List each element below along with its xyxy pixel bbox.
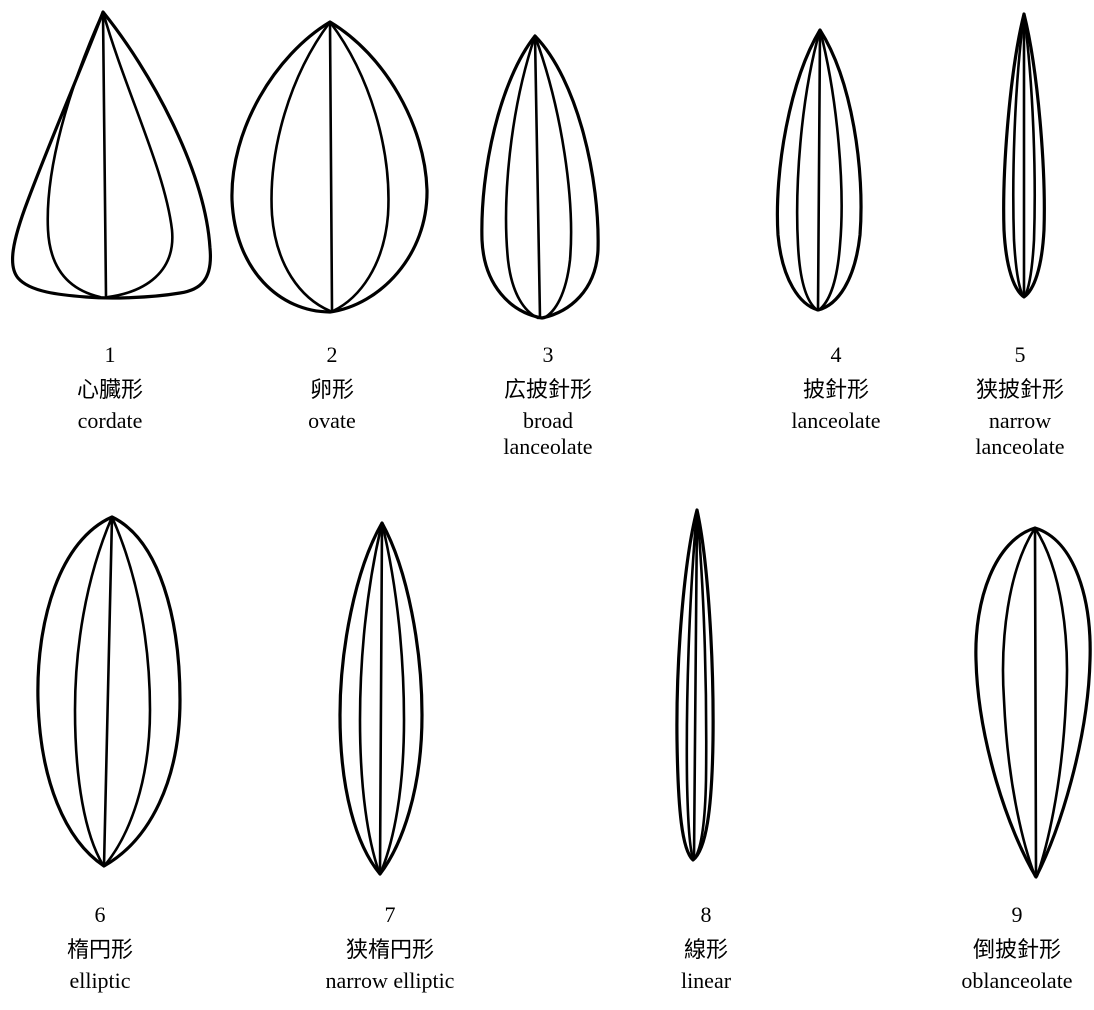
shape-name-ja: 楕円形 <box>30 932 170 968</box>
shape-number: 1 <box>40 338 180 372</box>
shape-name-en: narrow lanceolate <box>975 408 1065 460</box>
shape-name-en: narrow elliptic <box>290 968 490 994</box>
shape-number: 3 <box>478 338 618 372</box>
caption-elliptic: 6 楕円形 elliptic <box>30 898 170 994</box>
caption-lanceolate: 4 披針形 lanceolate <box>766 338 906 434</box>
shape-name-en: ovate <box>262 408 402 434</box>
shape-name-en: lanceolate <box>766 408 906 434</box>
shape-name-ja: 心臓形 <box>40 372 180 408</box>
caption-oblanceolate: 9 倒披針形 oblanceolate <box>942 898 1092 994</box>
shape-name-ja: 狭披針形 <box>950 372 1090 408</box>
shape-name-en: cordate <box>40 408 180 434</box>
shape-name-ja: 狭楕円形 <box>290 932 490 968</box>
caption-broad-lanceolate: 3 広披針形 broad lanceolate <box>478 338 618 460</box>
shape-name-ja: 広披針形 <box>478 372 618 408</box>
shape-name-en: elliptic <box>30 968 170 994</box>
shape-number: 9 <box>942 898 1092 932</box>
shape-number: 5 <box>950 338 1090 372</box>
caption-ovate: 2 卵形 ovate <box>262 338 402 434</box>
caption-linear: 8 線形 linear <box>636 898 776 994</box>
shape-number: 8 <box>636 898 776 932</box>
shape-number: 6 <box>30 898 170 932</box>
shape-number: 4 <box>766 338 906 372</box>
shape-name-en: linear <box>636 968 776 994</box>
shape-name-ja: 線形 <box>636 932 776 968</box>
caption-cordate: 1 心臓形 cordate <box>40 338 180 434</box>
shape-name-ja: 披針形 <box>766 372 906 408</box>
caption-narrow-lanceolate: 5 狭披針形 narrow lanceolate <box>950 338 1090 460</box>
shape-number: 7 <box>290 898 490 932</box>
shape-name-ja: 卵形 <box>262 372 402 408</box>
shape-name-en: oblanceolate <box>942 968 1092 994</box>
shape-number: 2 <box>262 338 402 372</box>
caption-narrow-elliptic: 7 狭楕円形 narrow elliptic <box>290 898 490 994</box>
shape-name-ja: 倒披針形 <box>942 932 1092 968</box>
shape-name-en: broad lanceolate <box>503 408 593 460</box>
